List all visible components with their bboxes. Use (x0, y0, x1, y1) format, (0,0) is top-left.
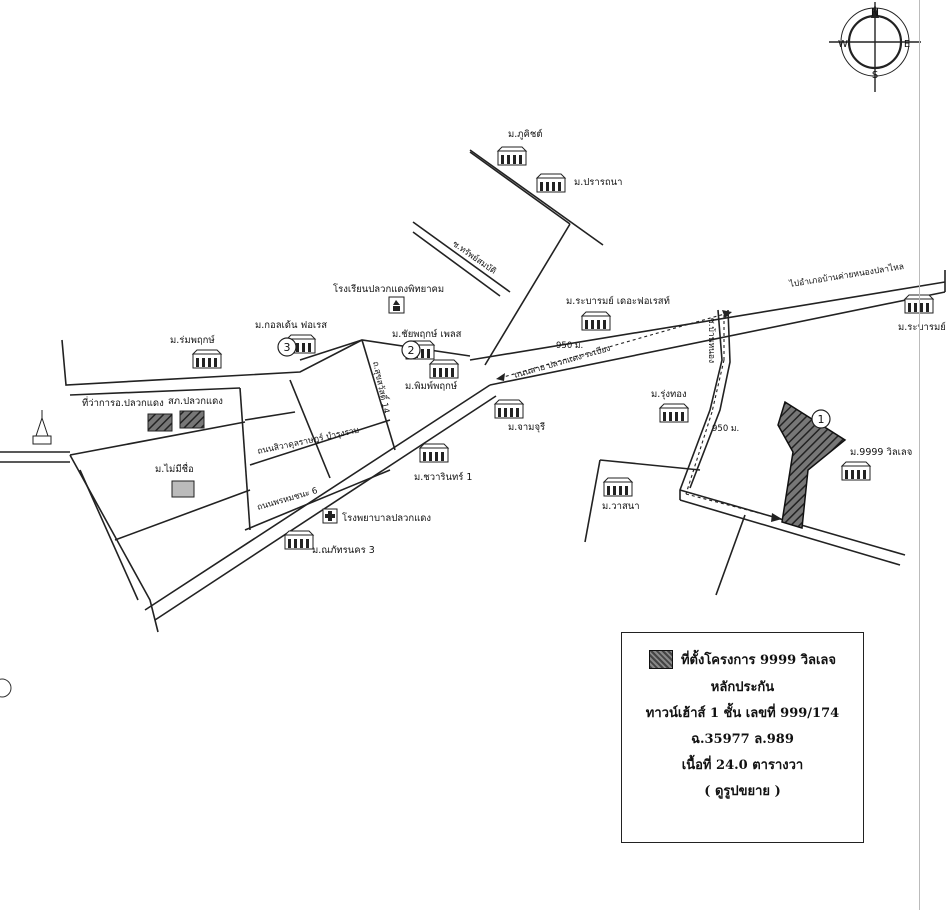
label-police: สภ.ปลวกแดง (168, 396, 223, 407)
svg-text:N: N (871, 6, 879, 19)
label-village-maimi-chue: ม.ไม่มีชื่อ (155, 462, 194, 475)
svg-text:S: S (872, 70, 878, 81)
legend-line-3: ฉ.35977 ล.989 (691, 732, 794, 747)
marker-2: 2 (401, 340, 421, 360)
label-village-chaiyaphruek: ม.ชัยพฤกษ์ เพลส (392, 328, 462, 340)
legend-line-2: ทาวน์เฮ้าส์ 1 ชั้น เลขที่ 999/174 (645, 706, 840, 721)
label-distance-top: 950 ม. (556, 341, 583, 351)
hatch-swatch-icon (648, 650, 673, 669)
label-village-nattha: ม.ณภัทรนคร 3 (312, 545, 375, 556)
label-district-office: ที่ว่าการอ.ปลวกแดง (82, 396, 164, 409)
label-village-rungthong: ม.รุ่งทอง (651, 389, 687, 400)
label-school: โรงเรียนปลวกแดงพิทยาคม (333, 283, 444, 295)
svg-text:W: W (838, 39, 848, 50)
svg-text:1: 1 (818, 413, 825, 426)
label-village-chawarin: ม.ชวารินทร์ 1 (414, 471, 472, 483)
svg-text:E: E (904, 39, 910, 50)
svg-text:2: 2 (408, 344, 415, 357)
label-village-rabiang-right: ม.ระบารมย์ (898, 321, 946, 333)
temple-icon (32, 410, 52, 445)
label-village-warasana: ม.วาสนา (602, 501, 640, 512)
label-soi-right: ซ.บ้านหนอง (706, 318, 717, 363)
village-icon (171, 480, 195, 498)
road-network (0, 149, 946, 633)
label-hospital: โรงพยาบาลปลวกแดง (342, 512, 431, 524)
project-site-parcel (777, 400, 847, 529)
police-icon (179, 410, 205, 429)
label-road-phokha: ถนนพรหมชนะ 6 (256, 486, 319, 513)
label-to-nongbonyai: ไปอำเภอบ้านค่ายหนองปลาไหล (788, 261, 905, 290)
label-village-phuchit: ม.ภูคิชต์ (508, 128, 543, 140)
edge-marker-icon (0, 678, 12, 698)
marker-3: 3 (277, 337, 297, 357)
district-office-icon (147, 413, 173, 432)
page-edge-rule (919, 0, 920, 910)
marker-1: 1 (811, 409, 831, 429)
legend-title: ที่ตั้งโครงการ 9999 วิลเลจ (680, 653, 837, 668)
label-road-ratrat: ถนนสิวาดุลราษฎร์ บำรุงราษ (256, 424, 360, 456)
label-village-prarthana: ม.ปรารถนา (574, 177, 622, 188)
label-village-rabiang-tower: ม.ระบารมย์ เดอะฟอเรสท์ (566, 295, 670, 307)
map-labels: ม.ภูคิชต์ ม.ปรารถนา ซ.ทรัพย์สมบัติ โรงเร… (82, 128, 946, 556)
legend-line-5: ( ดูรูปขยาย ) (704, 784, 781, 799)
label-road-suksawat: ถ.สุขสวัสดิ์ 14 (370, 360, 393, 414)
label-village-chanchuri: ม.จามจุรี (508, 421, 545, 433)
legend-title-row: ที่ตั้งโครงการ 9999 วิลเลจ (622, 649, 863, 670)
label-distance-right: 950 ม. (712, 424, 739, 434)
hospital-icon (322, 508, 338, 524)
label-village-rompruek: ม.ร่มพฤกษ์ (170, 334, 215, 346)
legend-line-1: หลักประกัน (710, 680, 775, 695)
label-village-phimphruek: ม.พิมพ์พฤกษ์ (405, 380, 457, 392)
school-icon (388, 296, 405, 314)
svg-text:3: 3 (284, 341, 291, 354)
legend-line-4: เนื้อที่ 24.0 ตารางวา (681, 758, 804, 773)
compass-rose-icon: N S W E (829, 2, 921, 92)
label-road-soi: ซ.ทรัพย์สมบัติ (450, 238, 498, 276)
route-arrow (496, 310, 782, 522)
label-village-golden-forest: ม.กอลเด้น ฟอเรส (255, 320, 327, 331)
label-village-9999: ม.9999 วิลเลจ (850, 447, 912, 458)
legend-box: ที่ตั้งโครงการ 9999 วิลเลจ หลักประกัน ทา… (621, 632, 864, 843)
